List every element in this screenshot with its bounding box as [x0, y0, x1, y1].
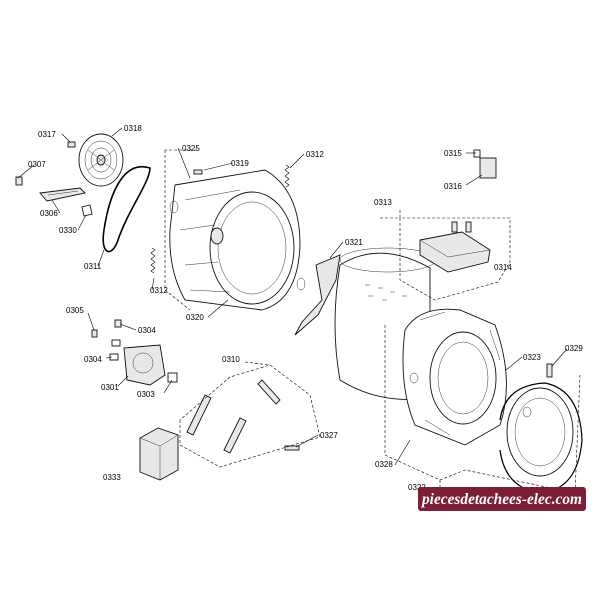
label-0312-right: 0312 [306, 150, 324, 159]
belt-part [102, 165, 151, 253]
pulley-part [78, 133, 124, 187]
label-0330: 0330 [59, 226, 77, 235]
label-0301: 0301 [101, 383, 119, 392]
door-seal-part [506, 387, 574, 477]
shock-absorber-left [186, 394, 212, 436]
counterweight-part [419, 221, 491, 273]
assembly-dashed-outlines [164, 149, 581, 494]
label-0327: 0327 [320, 431, 338, 440]
screw-part-0329 [546, 363, 553, 378]
motor-part [109, 339, 178, 386]
label-0303: 0303 [137, 390, 155, 399]
label-0305: 0305 [66, 306, 84, 315]
sensor-switch-part [473, 149, 497, 179]
screw-part-0319 [193, 169, 203, 175]
label-0328: 0328 [375, 460, 393, 469]
label-0316: 0316 [444, 182, 462, 191]
label-0315: 0315 [444, 149, 462, 158]
spring-part-left [150, 247, 156, 274]
drum-spider-part [294, 254, 341, 336]
spring-part-right [284, 164, 290, 188]
label-0304-upper: 0304 [138, 326, 156, 335]
label-0313: 0313 [374, 198, 392, 207]
label-0307: 0307 [28, 160, 46, 169]
label-0318: 0318 [124, 124, 142, 133]
label-0312-left: 0312 [150, 286, 168, 295]
label-0310: 0310 [222, 355, 240, 364]
clip-part [81, 204, 93, 217]
leader-lines [17, 127, 568, 466]
screw-part [67, 141, 76, 148]
shock-absorber-middle [223, 417, 247, 454]
label-0304-lower: 0304 [84, 355, 102, 364]
label-0306: 0306 [40, 209, 58, 218]
part-labels: 0317 0318 0307 0306 0330 0311 0312 0325 … [28, 124, 583, 508]
bracket-part [39, 187, 86, 202]
front-tub-part [402, 308, 507, 446]
label-0317: 0317 [38, 130, 56, 139]
label-0319: 0319 [231, 159, 249, 168]
screw-part-0305 [91, 329, 98, 338]
label-0321: 0321 [345, 238, 363, 247]
screw-part-0304 [114, 319, 122, 328]
label-0329: 0329 [565, 344, 583, 353]
label-0325: 0325 [182, 144, 200, 153]
pin-part-0327 [284, 445, 300, 451]
label-0320: 0320 [186, 313, 204, 322]
watermark-background [418, 487, 586, 511]
bolt-part [15, 176, 23, 186]
label-0311: 0311 [84, 262, 102, 271]
label-0323: 0323 [523, 353, 541, 362]
watermark-banner: piecesdetachees-elec.com [418, 487, 586, 511]
watermark-text: piecesdetachees-elec.com [420, 491, 582, 508]
control-module-part [139, 427, 179, 481]
shock-absorber-right [257, 379, 281, 405]
label-0322: 0322 [408, 483, 426, 492]
rear-tub-part [169, 169, 306, 311]
label-0333: 0333 [103, 473, 121, 482]
label-0314: 0314 [494, 263, 512, 272]
